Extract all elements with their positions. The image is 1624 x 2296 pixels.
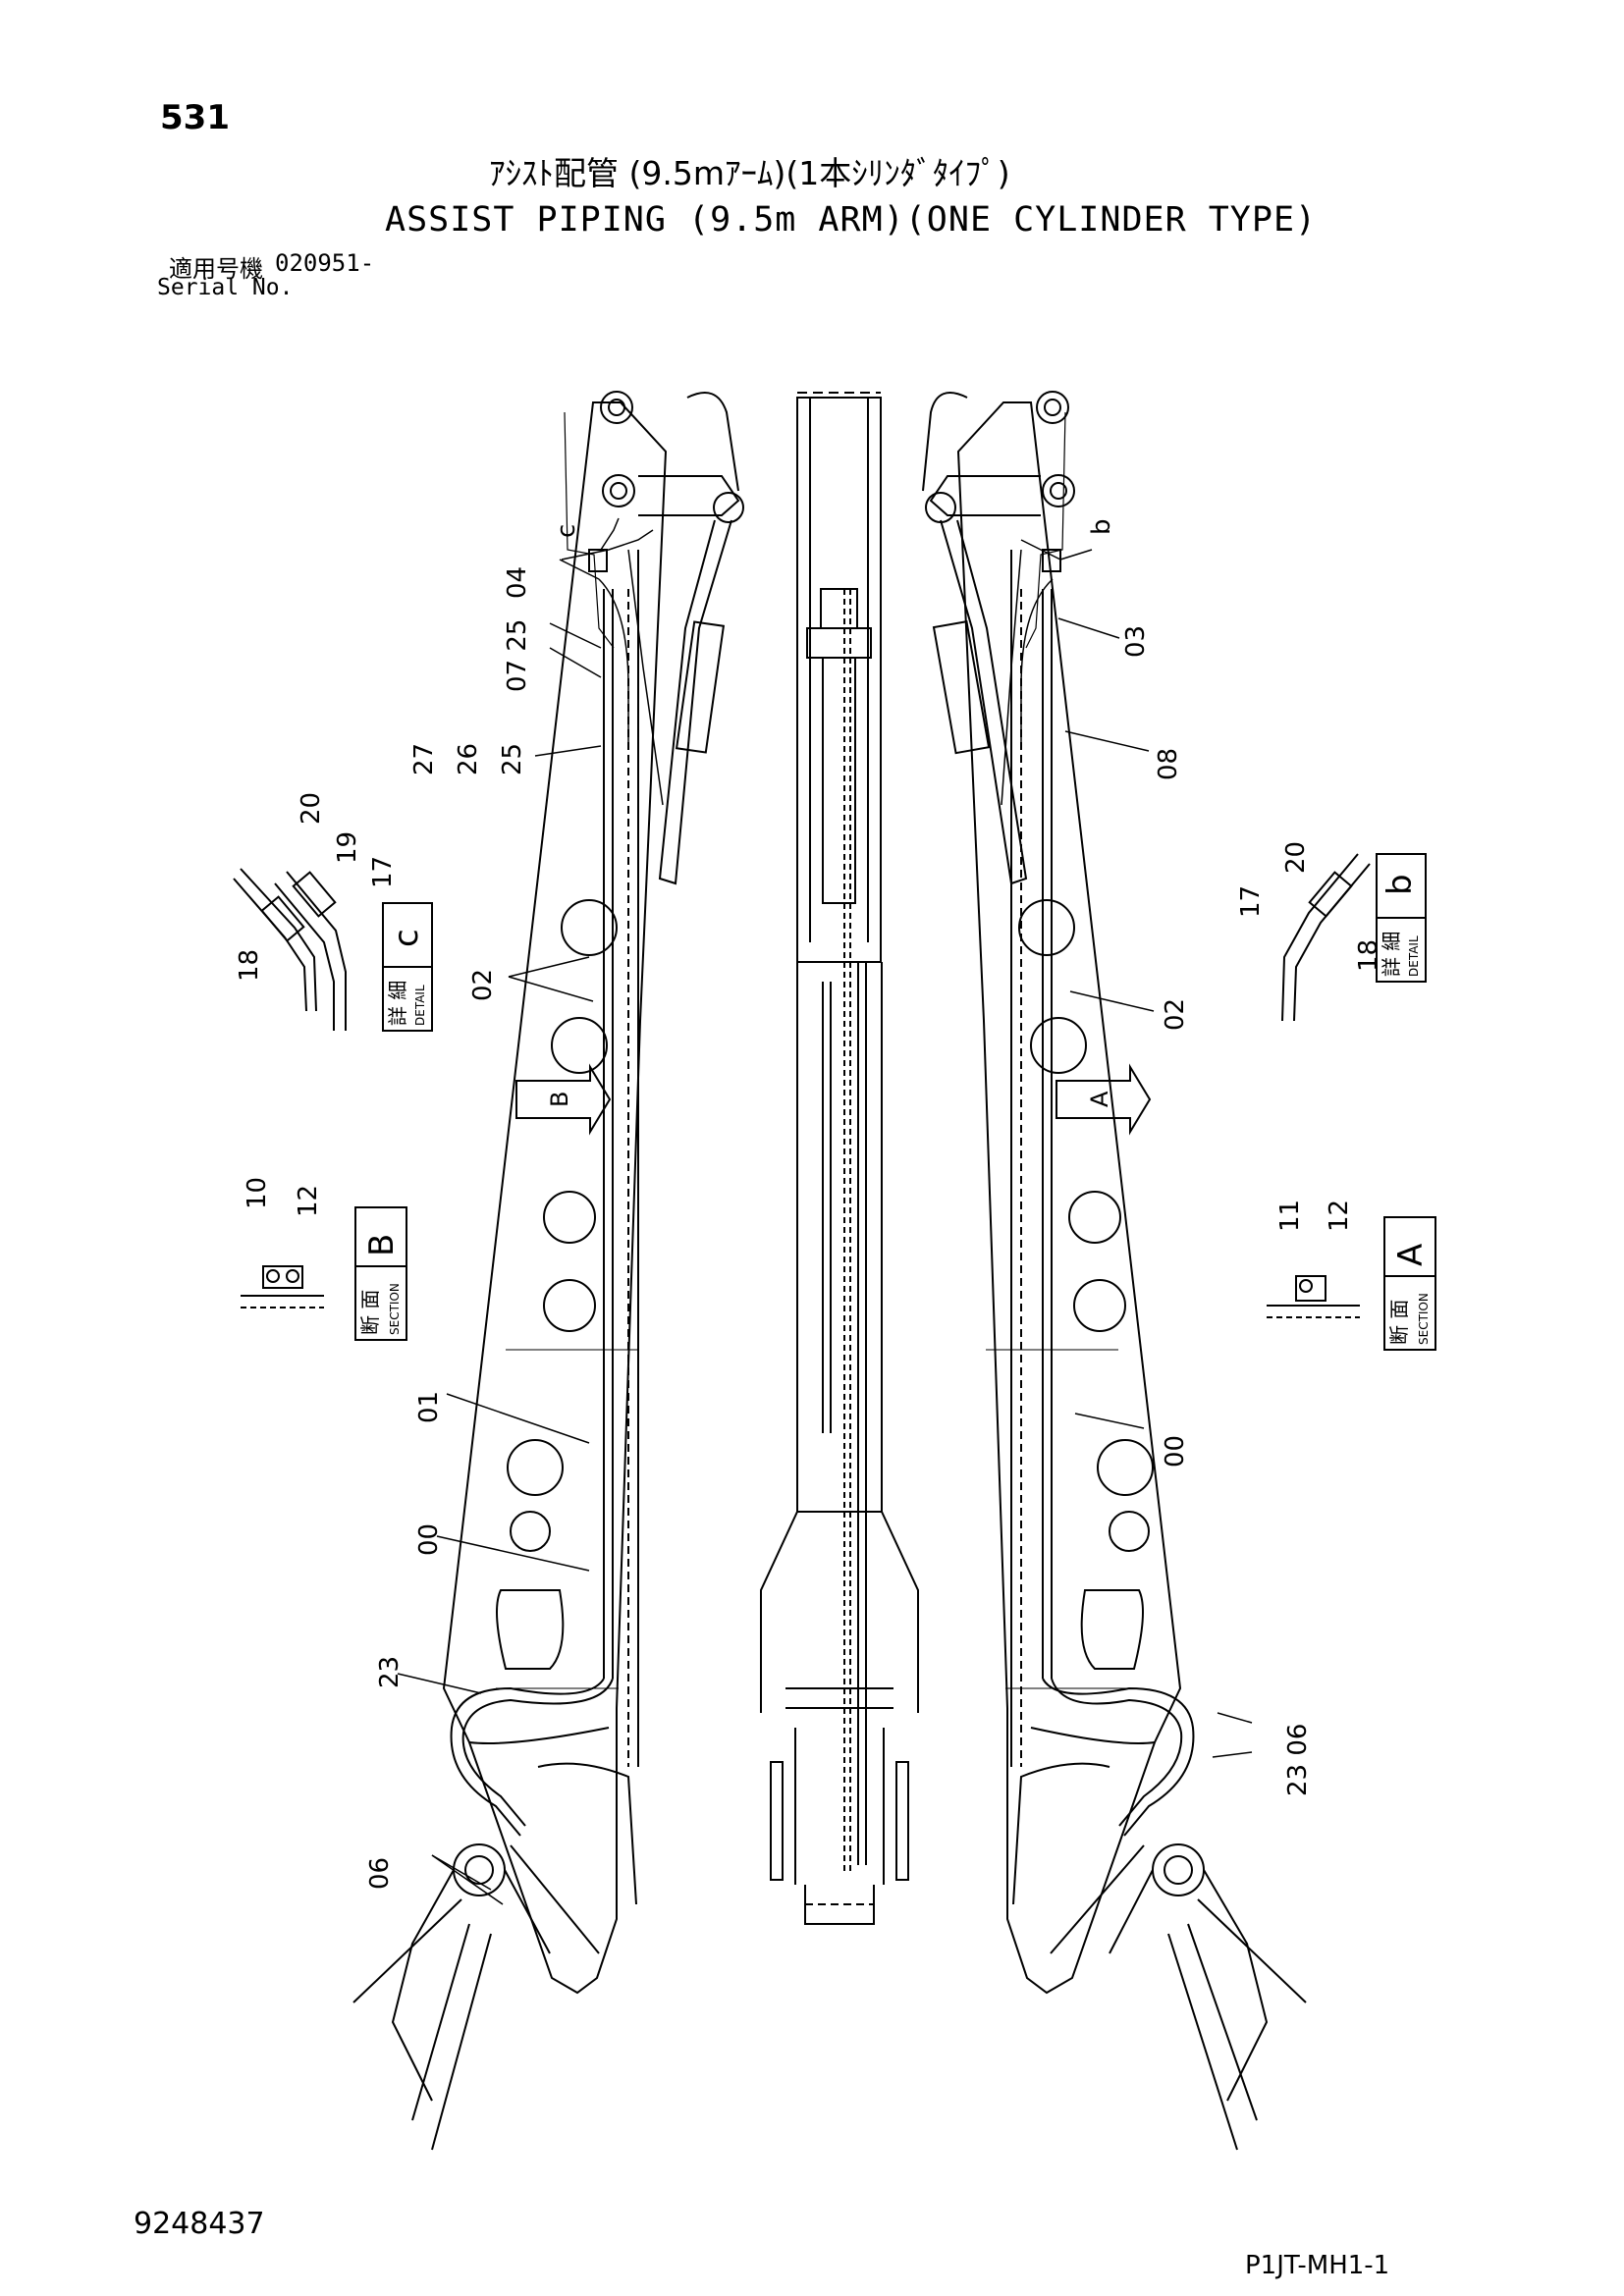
detail-b-letter: b bbox=[1380, 874, 1420, 895]
section-a-part-11: 11 bbox=[1275, 1200, 1305, 1232]
callout-23-06-right: 23 06 bbox=[1283, 1724, 1313, 1796]
right-arm-view bbox=[922, 391, 1307, 2151]
section-b-box bbox=[354, 1206, 407, 1341]
detail-b-part-20: 20 bbox=[1281, 841, 1311, 874]
view-arrow-a bbox=[1056, 1063, 1152, 1136]
view-arrow-a-label: A bbox=[1086, 1091, 1113, 1107]
detail-c-jp: 詳 細 bbox=[386, 981, 409, 1026]
detail-b-jp: 詳 細 bbox=[1380, 932, 1403, 977]
detail-c-part-17: 17 bbox=[368, 856, 398, 888]
detail-c-part-20: 20 bbox=[297, 792, 326, 825]
serial-value: 020951- bbox=[275, 249, 375, 277]
section-a-figure bbox=[1267, 1275, 1360, 1318]
callout-27: 27 bbox=[409, 743, 439, 775]
callout-04: 04 bbox=[503, 566, 532, 599]
callout-02-right: 02 bbox=[1161, 998, 1190, 1031]
detail-b-part-18: 18 bbox=[1354, 939, 1383, 972]
callout-08: 08 bbox=[1154, 748, 1183, 780]
callout-b-top: b bbox=[1087, 518, 1116, 535]
section-b-letter: B bbox=[362, 1234, 402, 1256]
center-top-view bbox=[760, 392, 919, 1925]
callout-23-left: 23 bbox=[375, 1656, 405, 1688]
drawing-number: 9248437 bbox=[134, 2207, 265, 2241]
callout-03: 03 bbox=[1121, 625, 1151, 658]
section-a-letter: A bbox=[1391, 1244, 1431, 1266]
section-b-part-10: 10 bbox=[243, 1177, 272, 1209]
sheet-code: P1JT-MH1-1 bbox=[1245, 2251, 1390, 2280]
serial-label-english: Serial No. bbox=[157, 275, 294, 300]
callout-00-left: 00 bbox=[414, 1523, 444, 1556]
callout-26: 26 bbox=[454, 743, 483, 775]
callout-07-25: 07 25 bbox=[503, 619, 532, 692]
section-a-en: SECTION bbox=[1417, 1293, 1431, 1345]
title-japanese: ｱｼｽﾄ配管 (9.5mｱｰﾑ)(1本ｼﾘﾝﾀﾞﾀｲﾌﾟ) bbox=[489, 154, 1010, 192]
detail-c-fittings bbox=[233, 868, 347, 1031]
detail-c-part-19: 19 bbox=[333, 831, 362, 864]
section-a-jp: 断 面 bbox=[1387, 1300, 1411, 1345]
detail-b-part-17: 17 bbox=[1236, 885, 1266, 918]
detail-b-fittings bbox=[1281, 853, 1371, 1022]
callout-25: 25 bbox=[498, 743, 527, 775]
detail-c-en: DETAIL bbox=[413, 985, 427, 1026]
callout-01: 01 bbox=[414, 1391, 444, 1423]
callout-c-top: c bbox=[552, 524, 581, 538]
section-a-part-12: 12 bbox=[1325, 1200, 1354, 1232]
view-arrow-b-label: B bbox=[546, 1092, 573, 1107]
section-b-jp: 断 面 bbox=[358, 1290, 382, 1335]
detail-c-part-18: 18 bbox=[235, 949, 264, 982]
callout-02-left: 02 bbox=[468, 969, 498, 1001]
page-number: 531 bbox=[160, 98, 230, 137]
callout-00-right: 00 bbox=[1161, 1435, 1190, 1468]
leader-lines bbox=[397, 549, 1253, 1905]
section-a-box bbox=[1383, 1216, 1436, 1351]
callout-06-left: 06 bbox=[365, 1857, 395, 1890]
view-arrow-b bbox=[515, 1063, 612, 1136]
section-b-en: SECTION bbox=[388, 1283, 402, 1335]
serial-label-japanese: 適用号機 bbox=[169, 255, 263, 283]
title-english: ASSIST PIPING (9.5m ARM)(ONE CYLINDER TY… bbox=[385, 200, 1318, 240]
left-arm-view bbox=[352, 391, 744, 2151]
detail-b-en: DETAIL bbox=[1407, 935, 1421, 977]
section-b-figure bbox=[241, 1265, 324, 1308]
section-b-part-12: 12 bbox=[294, 1185, 323, 1217]
detail-c-letter: c bbox=[387, 929, 426, 947]
